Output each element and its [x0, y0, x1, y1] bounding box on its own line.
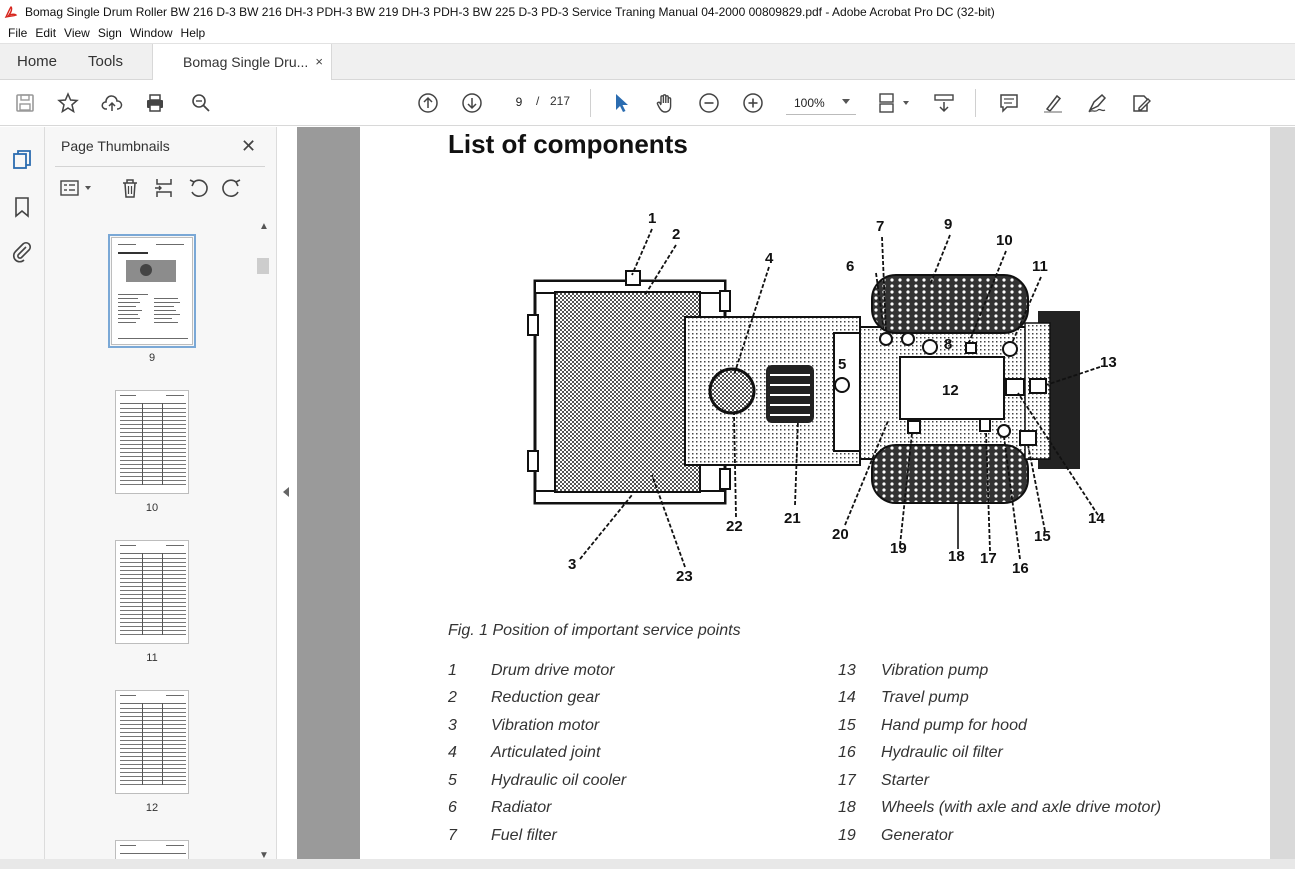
select-cursor-icon[interactable] [609, 91, 633, 115]
taskbar-strip [0, 859, 1295, 869]
document-view[interactable]: List of components [297, 127, 1295, 859]
menu-sign[interactable]: Sign [97, 26, 122, 40]
previous-page-icon[interactable] [416, 91, 440, 115]
zoom-in-icon[interactable] [741, 91, 765, 115]
page-heading: List of components [448, 129, 688, 159]
diagram-label: 17 [980, 550, 997, 567]
edit-document-icon[interactable] [1129, 91, 1153, 115]
tab-document-label: Bomag Single Dru... [183, 54, 309, 70]
navigation-rail [0, 127, 45, 869]
zoom-level-value: 100% [794, 95, 825, 110]
thumbnail-scrollbar[interactable]: ▲ ▼ [257, 221, 269, 861]
panel-title: Page Thumbnails [61, 138, 170, 154]
window-title: Bomag Single Drum Roller BW 216 D-3 BW 2… [25, 4, 995, 19]
zoom-out-icon[interactable] [697, 91, 721, 115]
machine-diagram: 1 2 3 4 5 6 7 8 9 10 11 12 13 14 15 16 1… [527, 210, 1117, 585]
rotate-counterclockwise-icon[interactable] [187, 177, 211, 201]
chevron-down-icon [842, 99, 850, 104]
menu-bar: File Edit View Sign Window Help [0, 23, 1295, 43]
comment-icon[interactable] [997, 91, 1021, 115]
toolbar-divider [590, 89, 591, 117]
thumbnail-page-label: 11 [146, 652, 158, 664]
tab-bar: Home Tools Bomag Single Dru... × [0, 43, 1295, 80]
zoom-level-dropdown[interactable]: 100% [786, 91, 856, 115]
thumbnail-page-10[interactable] [115, 390, 189, 494]
diagram-label: 13 [1100, 354, 1117, 371]
diagram-label: 15 [1034, 528, 1051, 545]
diagram-label: 12 [942, 382, 959, 399]
rotate-clockwise-icon[interactable] [221, 177, 245, 201]
title-bar: Bomag Single Drum Roller BW 216 D-3 BW 2… [0, 0, 1295, 23]
panel-divider [55, 166, 265, 167]
menu-window[interactable]: Window [129, 26, 173, 40]
diagram-label: 5 [838, 356, 846, 373]
thumbnail-page-11[interactable] [115, 540, 189, 644]
save-icon[interactable] [13, 91, 37, 115]
diagram-label: 16 [1012, 560, 1029, 577]
diagram-label: 20 [832, 526, 849, 543]
figure-caption: Fig. 1 Position of important service poi… [448, 622, 741, 639]
tab-close-icon[interactable]: × [315, 54, 323, 69]
scroll-mode-icon[interactable] [932, 91, 956, 115]
page-thumbnails-panel: Page Thumbnails ✕ ▲ ▼ [45, 127, 277, 869]
print-icon[interactable] [143, 91, 167, 115]
diagram-label: 3 [568, 556, 576, 573]
tab-tools[interactable]: Tools [88, 53, 124, 70]
fit-page-icon[interactable] [876, 91, 912, 115]
menu-file[interactable]: File [8, 26, 28, 40]
scrollbar-thumb[interactable] [257, 258, 269, 274]
toolbar-divider [975, 89, 976, 117]
main-toolbar: 9 / 217 100% [0, 80, 1295, 126]
highlight-pen-icon[interactable] [1041, 91, 1065, 115]
diagram-label: 19 [890, 540, 907, 557]
thumbnail-page-label: 10 [145, 502, 159, 514]
page-separator: / [536, 94, 540, 108]
diagram-label: 7 [876, 218, 884, 235]
page-number-input[interactable]: 9 [515, 95, 523, 109]
zoom-search-icon[interactable] [189, 91, 213, 115]
attachments-icon[interactable] [10, 240, 34, 264]
bookmark-star-icon[interactable] [56, 91, 80, 115]
diagram-label: 10 [996, 232, 1013, 249]
close-icon[interactable]: ✕ [241, 136, 257, 156]
diagram-label: 8 [944, 336, 952, 353]
scroll-down-icon[interactable]: ▼ [259, 850, 269, 861]
acrobat-icon [4, 5, 18, 18]
diagram-label: 11 [1032, 258, 1048, 275]
diagram-label: 21 [784, 510, 801, 527]
diagram-label: 23 [676, 568, 693, 585]
next-page-icon[interactable] [460, 91, 484, 115]
thumbnail-page-12[interactable] [115, 690, 189, 794]
document-scrollbar[interactable] [1270, 127, 1295, 859]
collapse-panel-handle[interactable] [283, 487, 289, 497]
page-total: 217 [550, 94, 571, 108]
upload-cloud-icon[interactable] [100, 91, 124, 115]
diagram-label: 2 [672, 226, 680, 243]
diagram-label: 6 [846, 258, 854, 275]
diagram-label: 9 [944, 216, 952, 233]
sign-pen-icon[interactable] [1085, 91, 1109, 115]
thumbnail-options-icon[interactable] [59, 177, 99, 201]
diagram-label: 4 [765, 250, 774, 267]
pdf-page: List of components [360, 127, 1270, 859]
thumbnail-page-label: 9 [148, 352, 156, 364]
menu-help[interactable]: Help [180, 26, 206, 40]
diagram-label: 14 [1088, 510, 1105, 527]
menu-view[interactable]: View [64, 26, 90, 40]
menu-edit[interactable]: Edit [35, 26, 57, 40]
thumbnail-page-9[interactable] [108, 234, 196, 348]
diagram-label: 22 [726, 518, 743, 535]
page-thumbnails-icon[interactable] [10, 148, 34, 172]
thumbnail-page-label: 12 [145, 802, 159, 814]
hand-tool-icon[interactable] [653, 91, 677, 115]
diagram-label: 18 [948, 548, 965, 565]
tab-home[interactable]: Home [16, 53, 57, 70]
insert-page-icon[interactable] [153, 177, 177, 201]
tab-document[interactable]: Bomag Single Dru... × [152, 44, 332, 80]
diagram-label: 1 [648, 210, 656, 227]
scroll-up-icon[interactable]: ▲ [259, 221, 269, 232]
delete-trash-icon[interactable] [119, 177, 143, 201]
bookmarks-icon[interactable] [10, 195, 34, 219]
